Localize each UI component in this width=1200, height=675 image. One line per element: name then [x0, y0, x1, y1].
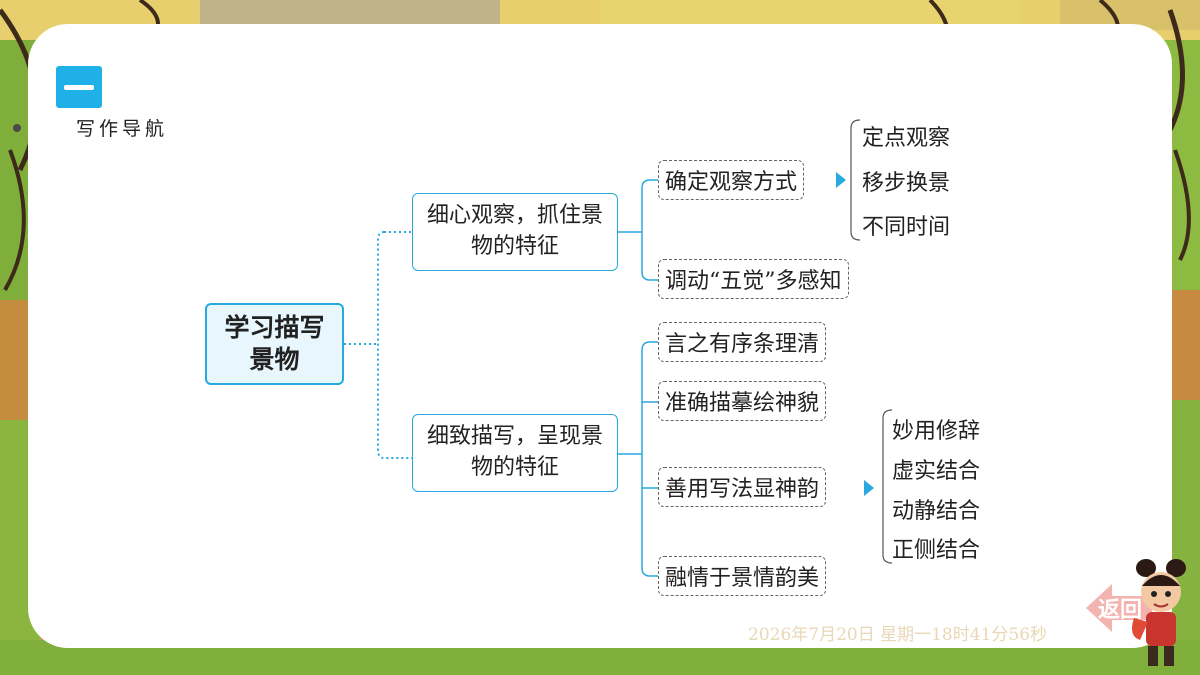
mindmap-root-node: 学习描写景物 — [205, 303, 344, 385]
subnode-observation-method: 确定观察方式 — [658, 160, 805, 200]
root-label: 学习描写景物 — [224, 312, 325, 375]
subnode-five-senses: 调动“五觉”多感知 — [658, 259, 849, 299]
mascot-character-icon — [1132, 559, 1186, 666]
leaf-item: 移步换景 — [862, 171, 951, 196]
branch-label: 细心观察，抓住景物的特征 — [426, 203, 603, 259]
leaf-item: 妙用修辞 — [892, 419, 981, 444]
section-number-glyph — [64, 84, 94, 90]
leaf-item: 不同时间 — [862, 215, 951, 240]
branch-node-observe: 细心观察，抓住景物的特征 — [412, 193, 618, 271]
leaf-item: 正侧结合 — [892, 538, 981, 563]
timestamp: 2026年7月20日 星期一18时41分56秒 — [748, 625, 1048, 645]
leaf-item: 定点观察 — [862, 126, 951, 151]
branch-label: 细致描写，呈现景物的特征 — [426, 424, 603, 480]
branch-node-describe: 细致描写，呈现景物的特征 — [412, 414, 618, 492]
bullet-dot-icon — [13, 124, 21, 132]
subnode-emotion: 融情于景情韵美 — [658, 556, 827, 596]
subnode-accurate: 准确描摹绘神貌 — [658, 381, 827, 421]
section-title: 写作导航 — [76, 118, 169, 140]
leaf-item: 虚实结合 — [892, 459, 981, 484]
subnode-orderly: 言之有序条理清 — [658, 322, 827, 362]
leaf-item: 动静结合 — [892, 499, 981, 524]
section-number-badge: 一 — [56, 66, 102, 108]
subnode-techniques: 善用写法显神韵 — [658, 467, 827, 507]
